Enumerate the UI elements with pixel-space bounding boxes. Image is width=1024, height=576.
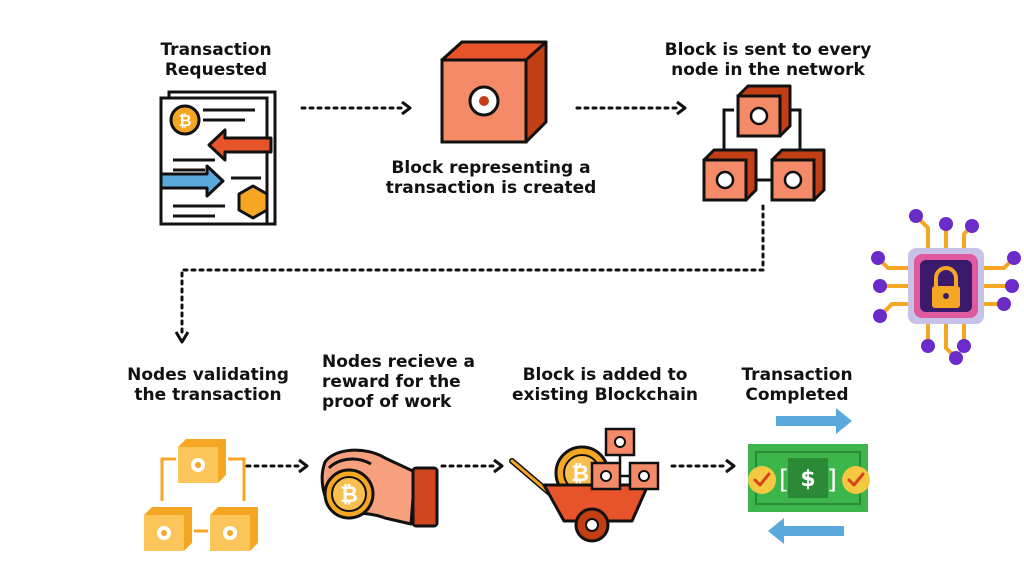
step-6-label: Block is added to existing Blockchain (511, 365, 698, 405)
flow-arrow-2 (575, 100, 690, 116)
network-cubes-icon (700, 82, 830, 204)
flow-arrow-1 (300, 100, 415, 116)
block-cube-icon (432, 38, 550, 146)
step-3-label: Block is sent to every node in the netwo… (664, 40, 872, 80)
hand-coin-icon: ₿ (315, 438, 443, 538)
step-7-label: Transaction Completed (741, 365, 853, 405)
validating-cubes-icon (140, 435, 270, 555)
svg-text:₿: ₿ (340, 483, 358, 508)
svg-text:]: ] (827, 465, 837, 495)
wheelbarrow-blocks-icon: ₿ (508, 425, 668, 547)
step-4-label: Nodes validating the transaction (127, 365, 289, 405)
security-chip-lock-icon (868, 206, 1024, 368)
svg-text:₿: ₿ (178, 111, 191, 130)
step-2-label: Block representing a transaction is crea… (385, 158, 597, 198)
svg-text:$: $ (800, 467, 815, 492)
step-1-label: Transaction Requested (160, 40, 272, 80)
money-exchange-icon: $ [ ] (740, 408, 880, 552)
flow-connector (170, 200, 770, 350)
document-exchange-icon: ₿ (155, 88, 285, 228)
flow-arrow-5 (670, 458, 740, 474)
flow-arrow-3 (245, 458, 313, 474)
flow-arrow-4 (440, 458, 508, 474)
svg-text:₿: ₿ (571, 462, 589, 487)
step-5-label: Nodes recieve a reward for the proof of … (322, 352, 475, 412)
svg-text:[: [ (779, 465, 789, 495)
